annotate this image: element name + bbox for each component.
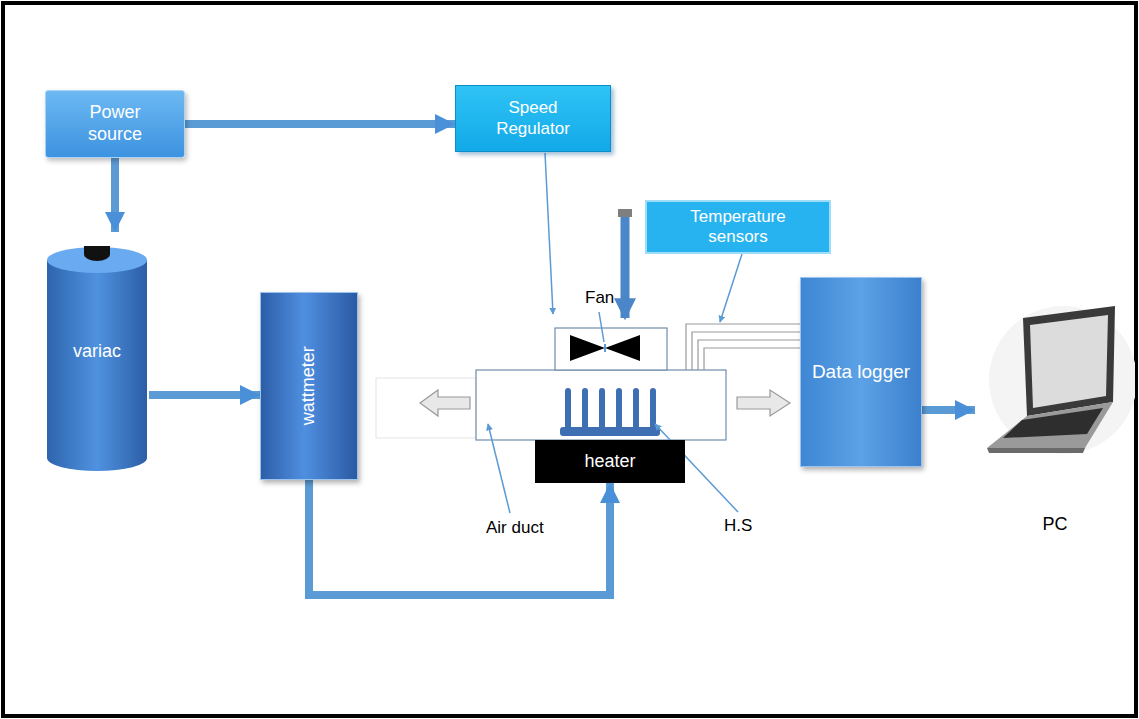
node-label: heater <box>584 451 635 473</box>
heat-sink <box>560 388 660 436</box>
variac-top <box>47 247 147 273</box>
node-label: wattmeter <box>298 346 320 425</box>
airflow-arrow <box>420 390 470 416</box>
variac-cylinder: variac <box>45 232 149 472</box>
wattmeter-box: wattmeter <box>260 292 358 480</box>
laptop-screen <box>1023 306 1115 416</box>
part-label: Fan <box>585 288 614 308</box>
fan-housing <box>604 344 606 352</box>
variac-knob <box>84 247 110 261</box>
laptop-base <box>987 402 1113 448</box>
page-border <box>3 3 1136 716</box>
heat-sink-fin <box>599 388 605 430</box>
laptop-backdrop <box>989 306 1135 454</box>
flow-arrow <box>185 120 455 128</box>
data-logger-box: Data logger <box>800 277 922 467</box>
flow-arrow <box>149 391 260 399</box>
sensor-wire <box>698 340 800 370</box>
fan-housing <box>570 335 640 361</box>
fan-leader <box>599 312 604 342</box>
node-label: Speed Regulator <box>473 98 593 139</box>
node-label: Temperature sensors <box>673 207 803 248</box>
sensor-box: Temperature sensors <box>645 200 831 254</box>
part-label: H.S <box>724 516 752 536</box>
laptop-keyboard <box>1003 408 1103 438</box>
heat-sink-fin <box>616 388 622 430</box>
sensor-wire <box>686 324 800 370</box>
fan-housing <box>555 328 667 370</box>
heat-sink-fin <box>650 388 656 430</box>
node-label: Power source <box>60 102 170 145</box>
air-inlet-arrow <box>618 209 632 217</box>
sensor-wire <box>692 332 800 370</box>
sensor-leader <box>720 254 742 322</box>
power-source-box: Power source <box>45 90 185 158</box>
node-label: variac <box>73 341 121 363</box>
laptop-icon <box>975 298 1135 468</box>
fan-housing <box>555 328 667 370</box>
part-label: Air duct <box>486 518 544 538</box>
air-inlet-arrow <box>621 211 630 318</box>
heat-sink-fin <box>633 388 639 430</box>
laptop-base <box>987 448 1085 453</box>
speed-regulator-box: Speed Regulator <box>455 85 611 152</box>
heat-sink-fin <box>565 388 571 430</box>
flow-arrow <box>309 480 610 595</box>
duct-leader <box>488 424 510 513</box>
variac-knob <box>84 246 110 254</box>
sensor-wire <box>686 324 800 370</box>
flow-arrow <box>111 158 119 232</box>
air-duct <box>376 370 726 440</box>
sensor-wire <box>704 348 800 370</box>
laptop-screen <box>1030 315 1108 408</box>
control-line <box>545 153 553 314</box>
pc-laptop: PC <box>975 298 1135 536</box>
node-label: Data logger <box>812 361 910 384</box>
heat-sink-fin <box>582 388 588 430</box>
heater-block: heater <box>535 440 685 483</box>
node-label: PC <box>1042 514 1067 536</box>
variac-body <box>47 260 147 471</box>
heat-sink <box>560 427 660 436</box>
airflow-arrow <box>737 390 790 416</box>
flow-arrow <box>922 406 975 414</box>
air-duct <box>476 370 726 440</box>
air-duct <box>376 378 476 438</box>
